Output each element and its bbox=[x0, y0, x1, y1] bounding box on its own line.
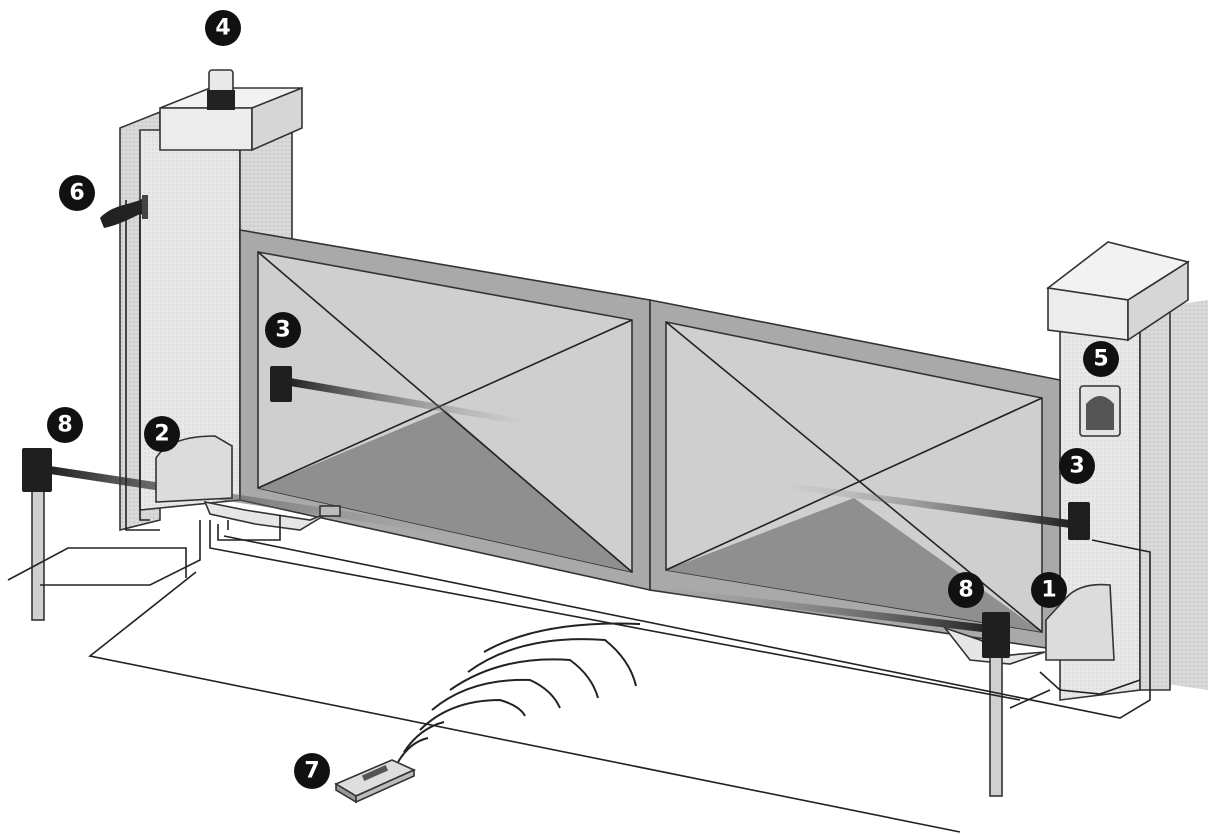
svg-text:3: 3 bbox=[275, 318, 290, 343]
callout-badge-2: 2 bbox=[144, 416, 180, 452]
photocell-post-right bbox=[982, 612, 1010, 797]
motor-unit-icon bbox=[155, 435, 341, 531]
callout-badge-5: 5 bbox=[1083, 341, 1119, 377]
callout-badge-4: 4 bbox=[205, 10, 241, 46]
callout-badge-7: 7 bbox=[294, 753, 330, 789]
key-switch-icon bbox=[100, 195, 148, 228]
antenna-icon bbox=[1079, 385, 1121, 437]
callout-badge-1: 1 bbox=[1031, 572, 1067, 608]
flashing-lamp-icon bbox=[207, 69, 235, 110]
callout-badge-8-right: 8 bbox=[948, 572, 984, 608]
callout-badge-6: 6 bbox=[59, 175, 95, 211]
svg-text:1: 1 bbox=[1041, 578, 1056, 603]
wiring bbox=[7, 200, 1151, 833]
svg-text:4: 4 bbox=[215, 16, 230, 41]
svg-text:3: 3 bbox=[1069, 454, 1084, 479]
svg-text:6: 6 bbox=[69, 181, 84, 206]
photocell-post-left bbox=[22, 448, 52, 621]
right-gate bbox=[649, 299, 1061, 651]
svg-text:8: 8 bbox=[57, 413, 72, 438]
callout-badge-8-left: 8 bbox=[47, 407, 83, 443]
callout-badge-3-right: 3 bbox=[1059, 448, 1095, 484]
radio-waves bbox=[397, 622, 641, 763]
photocell-icon bbox=[1068, 502, 1090, 540]
svg-text:7: 7 bbox=[304, 759, 319, 784]
remote-control-icon bbox=[334, 759, 416, 804]
svg-text:2: 2 bbox=[154, 422, 169, 447]
callout-badge-3-left: 3 bbox=[265, 312, 301, 348]
photocell-beams bbox=[50, 378, 1070, 633]
photocell-icon bbox=[270, 366, 292, 402]
motor-unit-icon bbox=[942, 583, 1115, 665]
svg-text:8: 8 bbox=[958, 578, 973, 603]
svg-text:5: 5 bbox=[1093, 347, 1108, 372]
